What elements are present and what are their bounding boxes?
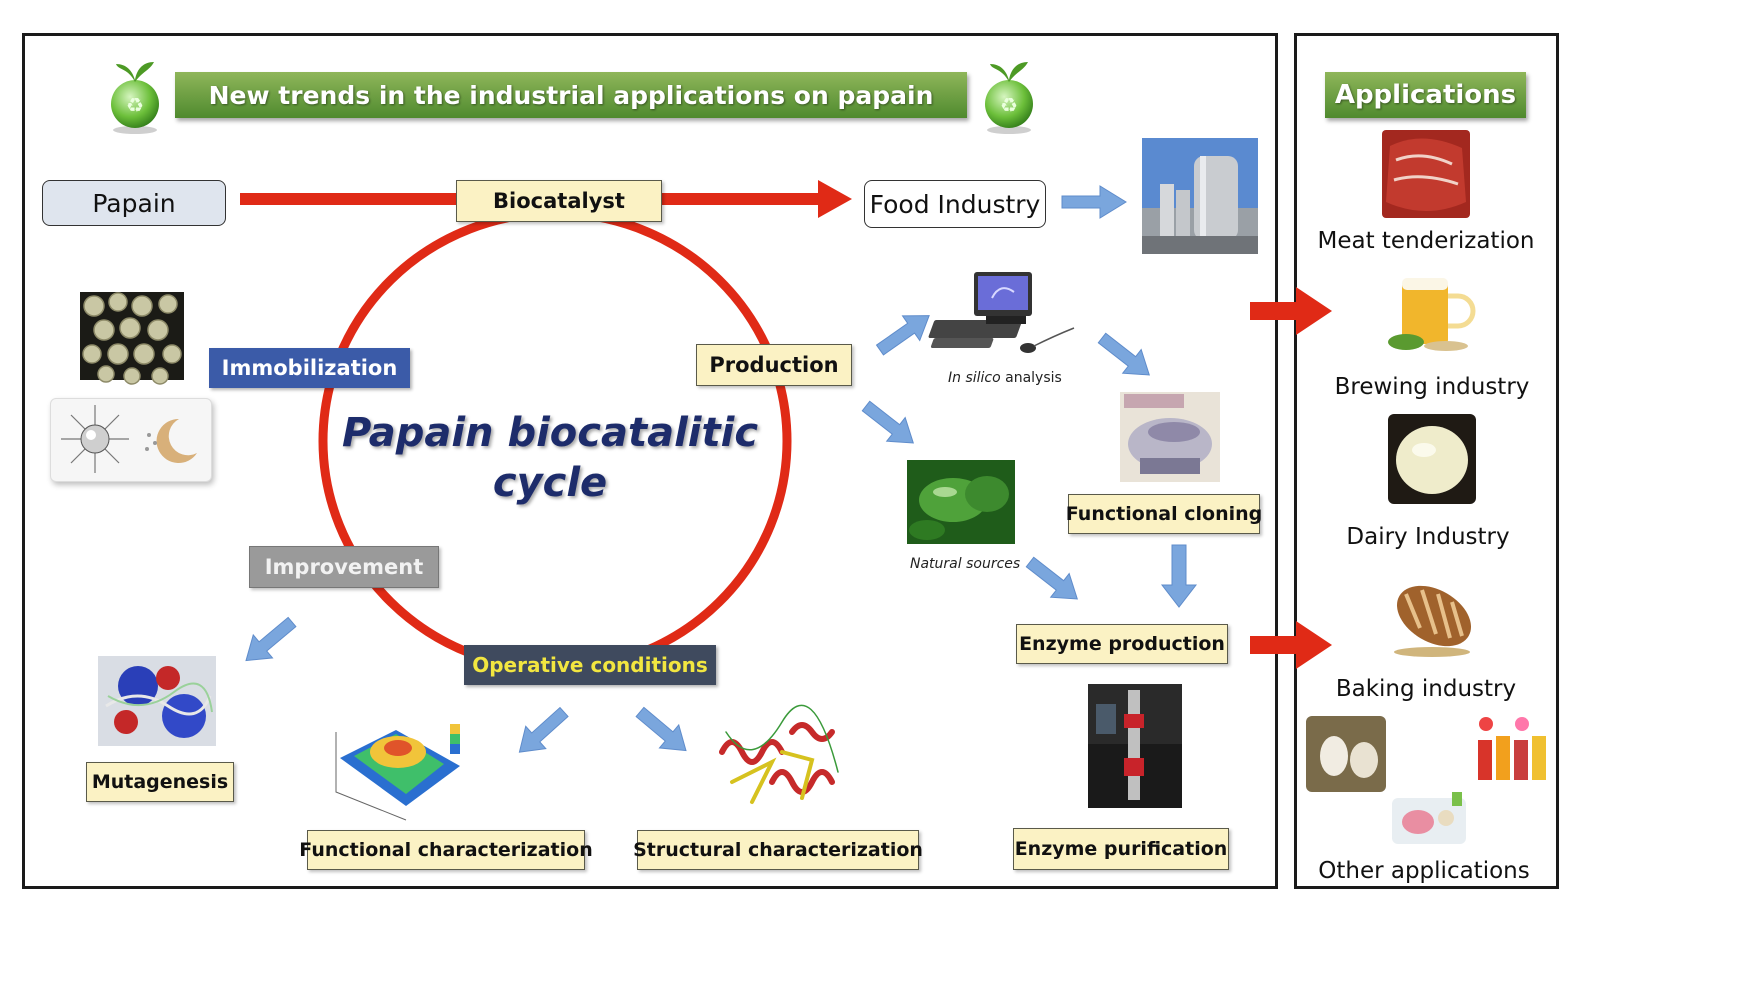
factory-silo-image — [1142, 138, 1258, 254]
functional-cloning-box: Functional cloning — [1066, 494, 1262, 534]
protein-surface-image — [98, 656, 216, 746]
production-box: Production — [696, 344, 852, 386]
production-to-insilico-arrow — [875, 315, 930, 356]
improvement-box: Improvement — [249, 546, 439, 588]
beer-image — [1388, 278, 1476, 351]
enzyme-production-box: Enzyme production — [1016, 624, 1228, 664]
app-label-meat: Meat tenderization — [1317, 228, 1535, 254]
immobilization-box: Immobilization — [209, 348, 410, 388]
nanoparticle-icon — [61, 405, 197, 473]
production-to-natural-arrow — [861, 400, 914, 444]
functional-characterization-box: Functional characterization — [299, 830, 593, 870]
in-silico-analysis: analysis — [1000, 370, 1062, 386]
operative-to-functional-arrow — [518, 706, 569, 753]
petri-dish-image — [1120, 392, 1220, 482]
papain-box: Papain — [42, 180, 226, 226]
food-industry-box: Food Industry — [864, 180, 1046, 228]
cycle-title-line2: cycle — [492, 460, 608, 506]
enzyme-purification-box: Enzyme purification — [1013, 828, 1229, 870]
bread-image — [1394, 585, 1471, 657]
food-to-plant-arrow — [1061, 185, 1127, 219]
app-label-dairy: Dairy Industry — [1346, 524, 1510, 550]
cows-image — [1306, 716, 1386, 792]
to-applications-arrow-bottom — [1250, 621, 1332, 669]
mutagenesis-box: Mutagenesis — [86, 762, 234, 802]
milk-image — [1388, 414, 1476, 504]
recycle-globe-icon-left: ♻ — [111, 62, 159, 134]
natural-sources-label: Natural sources — [910, 556, 1021, 572]
title-banner: New trends in the industrial application… — [175, 72, 967, 118]
recycle-globe-icon-right: ♻ — [985, 62, 1033, 134]
cloning-to-production-arrow — [1160, 544, 1198, 608]
app-label-other: Other applications — [1318, 858, 1530, 884]
natural-to-production-arrow — [1025, 556, 1078, 600]
juice-glasses-image — [1478, 717, 1546, 780]
improvement-to-mutagenesis-arrow — [245, 616, 297, 662]
structural-characterization-box: Structural characterization — [633, 830, 923, 870]
in-silico-label: In silico analysis — [948, 370, 1062, 386]
insilico-to-cloning-arrow — [1097, 332, 1150, 376]
computer-icon — [928, 272, 1075, 353]
packaged-food-image — [1392, 792, 1466, 844]
cycle-title-line1: Papain biocatalitic — [341, 410, 759, 456]
cycle-title: Papain biocatalitic cycle — [330, 408, 770, 508]
protein-ribbon-image — [719, 704, 839, 804]
svg-text:♻: ♻ — [126, 93, 144, 117]
beads-image — [80, 292, 184, 385]
meat-image — [1382, 130, 1470, 218]
operative-to-structural-arrow — [635, 706, 687, 752]
chromatography-lab-image — [1088, 684, 1182, 808]
papaya-fruit-image — [907, 460, 1015, 544]
app-label-baking: Baking industry — [1335, 676, 1517, 702]
to-applications-arrow-top — [1250, 287, 1332, 335]
app-label-brewing: Brewing industry — [1334, 374, 1530, 400]
svg-text:♻: ♻ — [1000, 93, 1018, 117]
surface-plot-image — [335, 724, 460, 821]
in-silico-italic: In silico — [948, 370, 1001, 386]
immobilized-enzyme-card — [50, 398, 212, 482]
main-panel — [22, 33, 1278, 889]
biocatalyst-box: Biocatalyst — [456, 180, 662, 222]
operative-conditions-box: Operative conditions — [464, 645, 716, 685]
applications-banner: Applications — [1325, 72, 1526, 118]
